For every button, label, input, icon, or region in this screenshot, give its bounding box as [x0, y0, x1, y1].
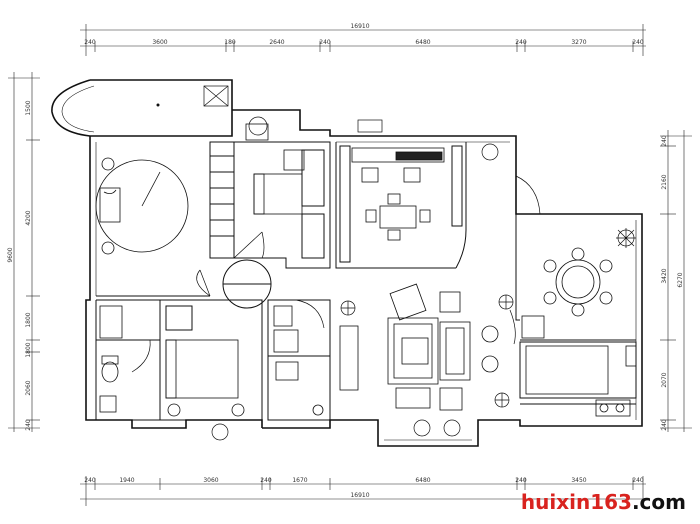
watermark-domain: huixin163 — [520, 490, 632, 514]
top-seg-6: 6480 — [415, 39, 430, 46]
balcony-marker — [156, 103, 160, 107]
bottom-seg-9: 240 — [632, 477, 644, 484]
top-seg-7: 240 — [515, 39, 527, 46]
left-overall-dim: 9600 — [7, 247, 14, 262]
right-seg-5: 240 — [661, 419, 668, 431]
left-dimension-lines — [8, 72, 40, 432]
interior-walls — [95, 141, 637, 421]
bottom-seg-3: 3060 — [203, 477, 218, 484]
top-seg-8: 3270 — [571, 39, 586, 46]
right-seg-4: 2070 — [661, 372, 668, 387]
round-table — [222, 259, 272, 309]
left-seg-6: 240 — [25, 419, 32, 431]
watermark-tld: .com — [631, 490, 686, 514]
right-seg-3: 3420 — [661, 268, 668, 283]
bottom-seg-5: 1670 — [292, 477, 307, 484]
kitchen-units — [521, 315, 637, 417]
plants — [340, 228, 636, 408]
bottom-seg-1: 240 — [84, 477, 96, 484]
top-dimension-lines — [80, 24, 646, 56]
dimension-labels: 16910 240 3600 180 2640 240 6480 240 327… — [7, 23, 684, 499]
bottom-seg-2: 1940 — [119, 477, 134, 484]
top-seg-1: 240 — [84, 39, 96, 46]
round-bed — [95, 157, 189, 255]
bottom-seg-6: 6480 — [415, 477, 430, 484]
right-seg-1: 240 — [661, 135, 668, 147]
left-seg-3: 1800 — [25, 312, 32, 327]
right-seg-2: 2160 — [661, 174, 668, 189]
bottom-dimension-lines — [80, 476, 646, 506]
top-seg-2: 3600 — [152, 39, 167, 46]
top-overall-dim: 16910 — [350, 23, 369, 30]
dining-table — [543, 247, 613, 317]
doors — [131, 175, 541, 373]
top-seg-3: 180 — [224, 39, 236, 46]
right-dimension-lines — [660, 130, 692, 432]
exterior-walls — [51, 79, 643, 447]
top-seg-5: 240 — [319, 39, 331, 46]
left-seg-4: 1800 — [25, 342, 32, 357]
bottom-overall-dim: 16910 — [350, 492, 369, 499]
second-bed — [245, 123, 305, 215]
watermark: huixin163.com — [521, 490, 686, 514]
top-seg-9: 240 — [632, 39, 644, 46]
study-furniture — [351, 147, 445, 241]
bottom-seg-7: 240 — [515, 477, 527, 484]
left-seg-1: 1500 — [25, 100, 32, 115]
bottom-seg-8: 3450 — [571, 477, 586, 484]
bath-fixtures — [99, 305, 324, 417]
living-sofas — [339, 283, 499, 411]
left-seg-5: 2060 — [25, 380, 32, 395]
top-seg-4: 2640 — [269, 39, 284, 46]
left-seg-2: 4200 — [25, 210, 32, 225]
balcony-planters — [203, 85, 499, 441]
bottom-seg-4: 240 — [260, 477, 272, 484]
right-overall-dim: 6270 — [677, 272, 684, 287]
